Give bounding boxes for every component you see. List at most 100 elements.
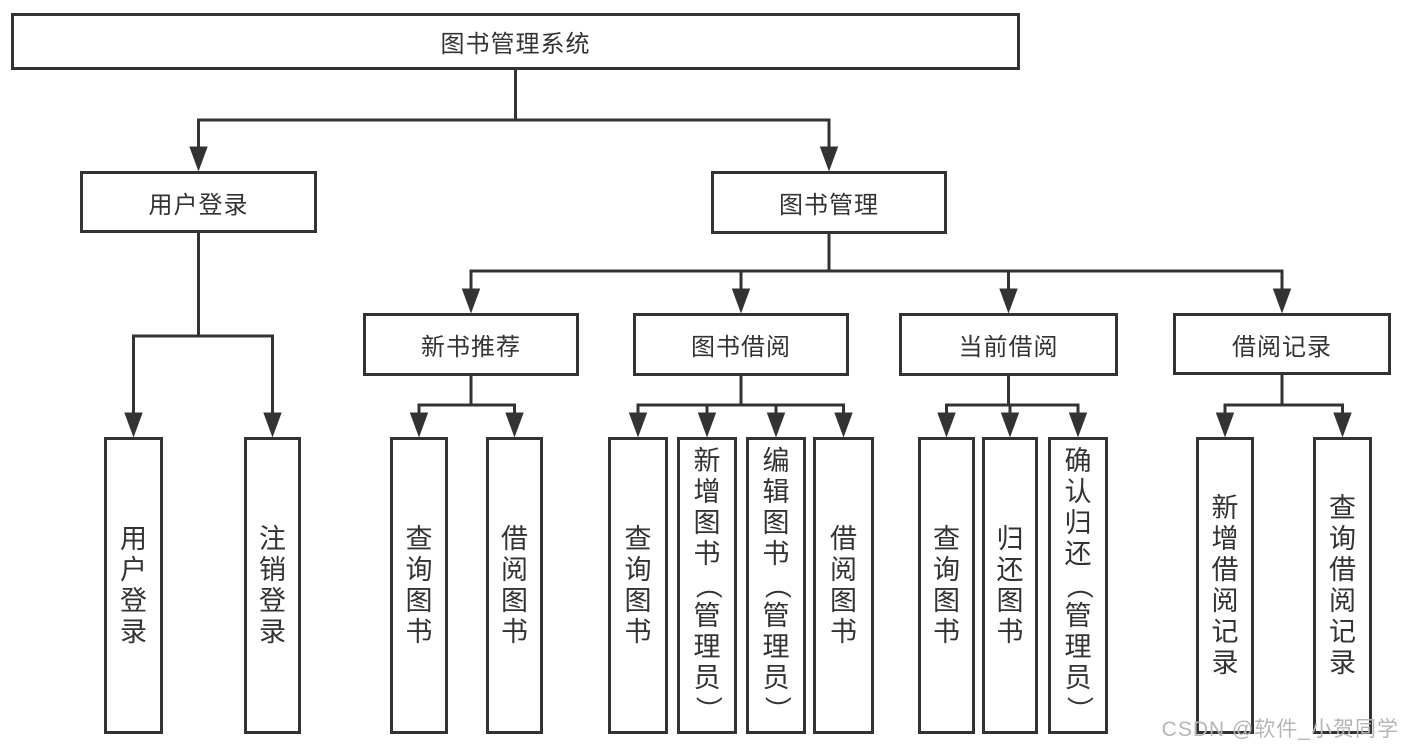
leaf-char: 录 [1211, 647, 1239, 678]
node-new-book-recommendation: 新书推荐 [363, 313, 579, 376]
leaf-char: 图 [405, 585, 433, 616]
leaf-char: 理 [693, 632, 721, 662]
leaf-char: 图 [624, 585, 652, 616]
node-confirm-return-admin: 确认归还（管理员） [1048, 437, 1108, 734]
leaf-char: 还 [1064, 539, 1092, 569]
leaf-char: 户 [120, 554, 147, 585]
node-label-edit-books-admin: 编辑图书（管理员） [761, 446, 792, 725]
node-user-login: 用户登录 [80, 171, 317, 233]
leaf-char: 图 [830, 585, 857, 616]
leaf-char: 管 [1064, 601, 1092, 631]
leaf-char: 理 [762, 632, 790, 662]
leaf-char: 书 [996, 616, 1024, 647]
leaf-char: 查 [405, 523, 433, 554]
node-label-query-books-2: 查询图书 [625, 524, 652, 648]
leaf-char: 询 [933, 554, 960, 585]
node-book-borrowing: 图书借阅 [633, 313, 849, 376]
leaf-char: 图 [933, 585, 960, 616]
leaf-char: 登 [259, 585, 286, 616]
leaf-char: 归 [996, 523, 1024, 554]
node-label-confirm-return-admin: 确认归还（管理员） [1063, 446, 1094, 725]
node-label-borrow-books-1: 借阅图书 [501, 524, 528, 648]
node-label-borrow-books-2: 借阅图书 [830, 524, 857, 648]
leaf-char: 录 [259, 616, 286, 647]
leaf-char: 书 [762, 539, 790, 569]
node-borrow-books-2: 借阅图书 [813, 437, 874, 734]
leaf-char: 员 [1064, 663, 1092, 693]
leaf-char: 增 [693, 477, 721, 507]
node-label-logout-login: 注销登录 [259, 524, 286, 648]
leaf-char: 借 [830, 523, 857, 554]
leaf-char: 书 [405, 616, 433, 647]
node-label-book-management: 图书管理 [779, 192, 879, 219]
leaf-char: 销 [259, 554, 286, 585]
leaf-char: 辑 [762, 477, 790, 507]
leaf-char: ） [761, 696, 792, 723]
leaf-char: 理 [1064, 632, 1092, 662]
leaf-char: 询 [624, 554, 652, 585]
leaf-char: 书 [693, 539, 721, 569]
leaf-char: 书 [624, 616, 652, 647]
node-label-add-books-admin: 新增图书（管理员） [692, 446, 723, 725]
leaf-char: 查 [933, 523, 960, 554]
node-label-query-borrow-record: 查询借阅记录 [1329, 493, 1356, 679]
node-label-library-management-system: 图书管理系统 [440, 31, 591, 58]
leaf-char: 图 [501, 585, 528, 616]
leaf-char: 借 [1211, 554, 1239, 585]
leaf-char: 阅 [830, 554, 857, 585]
node-query-books-3: 查询图书 [918, 437, 975, 734]
leaf-char: 询 [1329, 523, 1356, 554]
node-query-books-2: 查询图书 [608, 437, 668, 734]
leaf-char: 借 [1329, 554, 1356, 585]
node-user-login-leaf: 用户登录 [104, 437, 163, 734]
leaf-char: 书 [830, 616, 857, 647]
node-return-books: 归还图书 [982, 437, 1038, 734]
leaf-char: 新 [1211, 492, 1239, 523]
leaf-char: 员 [693, 663, 721, 693]
node-label-query-books-1: 查询图书 [406, 524, 433, 648]
leaf-char: 确 [1064, 446, 1092, 476]
leaf-char: 新 [693, 446, 721, 476]
leaf-char: 阅 [1329, 585, 1356, 616]
leaf-char: 归 [1064, 508, 1092, 538]
node-label-borrowing-records: 借阅记录 [1232, 333, 1332, 361]
leaf-char: 管 [693, 601, 721, 631]
leaf-char: 管 [762, 601, 790, 631]
leaf-char: 员 [762, 663, 790, 693]
leaf-char: 图 [996, 585, 1024, 616]
node-library-management-system: 图书管理系统 [11, 13, 1020, 70]
leaf-char: 录 [1329, 647, 1356, 678]
leaf-char: 图 [693, 508, 721, 538]
node-label-new-book-recommendation: 新书推荐 [421, 334, 521, 361]
node-query-books-1: 查询图书 [390, 437, 448, 734]
leaf-char: 用 [120, 523, 147, 554]
leaf-char: 注 [259, 523, 286, 554]
leaf-char: 登 [120, 585, 147, 616]
leaf-char: 查 [624, 523, 652, 554]
node-add-borrow-record: 新增借阅记录 [1196, 437, 1254, 734]
node-current-borrowing: 当前借阅 [899, 313, 1118, 376]
node-borrowing-records: 借阅记录 [1173, 313, 1391, 375]
leaf-char: （ [1063, 572, 1094, 599]
leaf-char: （ [692, 572, 723, 599]
node-label-user-login-leaf: 用户登录 [120, 524, 147, 648]
csdn-watermark: CSDN @软件_小贺同学 [1161, 718, 1399, 741]
node-edit-books-admin: 编辑图书（管理员） [746, 437, 806, 734]
leaf-char: 记 [1329, 616, 1356, 647]
leaf-char: 认 [1064, 477, 1092, 507]
leaf-char: （ [761, 572, 792, 599]
leaf-char: 增 [1211, 523, 1239, 554]
leaf-char: 编 [762, 446, 790, 476]
leaf-char: 还 [996, 554, 1024, 585]
node-label-current-borrowing: 当前借阅 [958, 334, 1059, 361]
node-label-user-login: 用户登录 [148, 191, 249, 219]
node-query-borrow-record: 查询借阅记录 [1313, 437, 1372, 734]
leaf-char: 记 [1211, 616, 1239, 647]
leaf-char: 阅 [501, 554, 528, 585]
node-book-management: 图书管理 [711, 171, 947, 234]
node-logout-login: 注销登录 [244, 437, 301, 734]
node-label-add-borrow-record: 新增借阅记录 [1212, 493, 1239, 679]
node-label-return-books: 归还图书 [997, 524, 1024, 648]
leaf-char: 书 [933, 616, 960, 647]
